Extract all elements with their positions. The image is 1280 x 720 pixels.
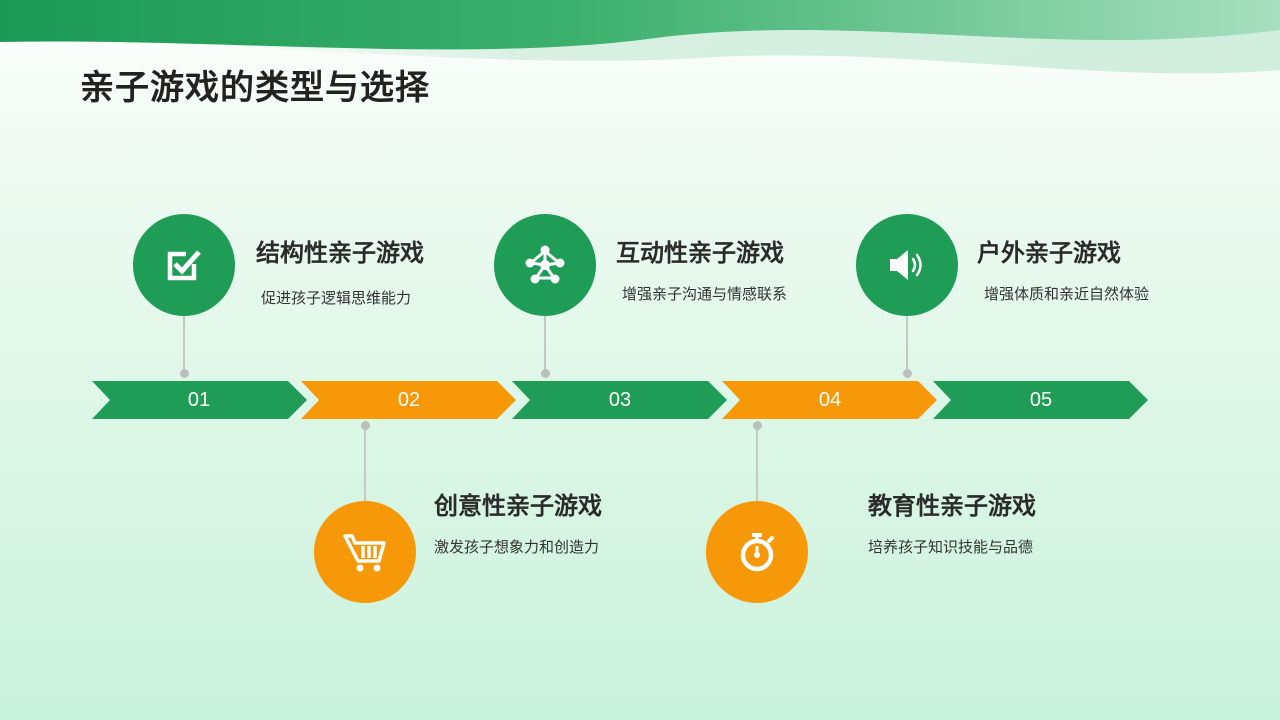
speaker-icon	[890, 250, 922, 280]
stopwatch-icon	[740, 533, 774, 572]
shopping-cart-icon	[343, 534, 386, 572]
connector-dot	[903, 369, 912, 378]
item-badge-structural	[133, 214, 235, 316]
step-arrow-01	[92, 381, 307, 419]
step-label-01: 01	[187, 389, 211, 411]
page-title: 亲子游戏的类型与选择	[80, 68, 430, 108]
step-label-02: 02	[397, 389, 421, 411]
item-desc-educational: 培养孩子知识技能与品德	[868, 538, 1034, 556]
item-badge-outdoor	[856, 214, 958, 316]
item-badge-educational	[706, 501, 808, 603]
connector-dot	[753, 421, 762, 430]
connector-line	[183, 316, 185, 374]
connector-dot	[180, 369, 189, 378]
step-arrow-03	[512, 381, 727, 419]
step-label-05: 05	[1029, 389, 1053, 411]
checkbox-icon	[167, 250, 201, 281]
item-title-outdoor: 户外亲子游戏	[977, 239, 1121, 267]
connector-line	[756, 426, 758, 502]
connector-line	[364, 426, 366, 502]
network-icon	[525, 245, 565, 284]
item-title-creative: 创意性亲子游戏	[434, 492, 602, 520]
step-arrow-02	[301, 381, 516, 419]
item-badge-interactive	[494, 214, 596, 316]
step-arrow-04	[722, 381, 937, 419]
step-label-04: 04	[818, 389, 842, 411]
item-title-educational: 教育性亲子游戏	[868, 492, 1036, 520]
top-wave-decoration	[0, 0, 1280, 74]
item-badge-creative	[314, 501, 416, 603]
item-desc-outdoor: 增强体质和亲近自然体验	[984, 285, 1150, 303]
connector-line	[906, 316, 908, 374]
item-desc-interactive: 增强亲子沟通与情感联系	[622, 285, 788, 303]
item-desc-structural: 促进孩子逻辑思维能力	[261, 289, 412, 307]
item-title-structural: 结构性亲子游戏	[256, 239, 424, 267]
step-arrow-05	[933, 381, 1148, 419]
connector-dot	[361, 421, 370, 430]
step-label-03: 03	[608, 389, 632, 411]
connector-line	[544, 316, 546, 374]
connector-dot	[541, 369, 550, 378]
item-title-interactive: 互动性亲子游戏	[616, 239, 784, 267]
item-desc-creative: 激发孩子想象力和创造力	[434, 538, 600, 556]
